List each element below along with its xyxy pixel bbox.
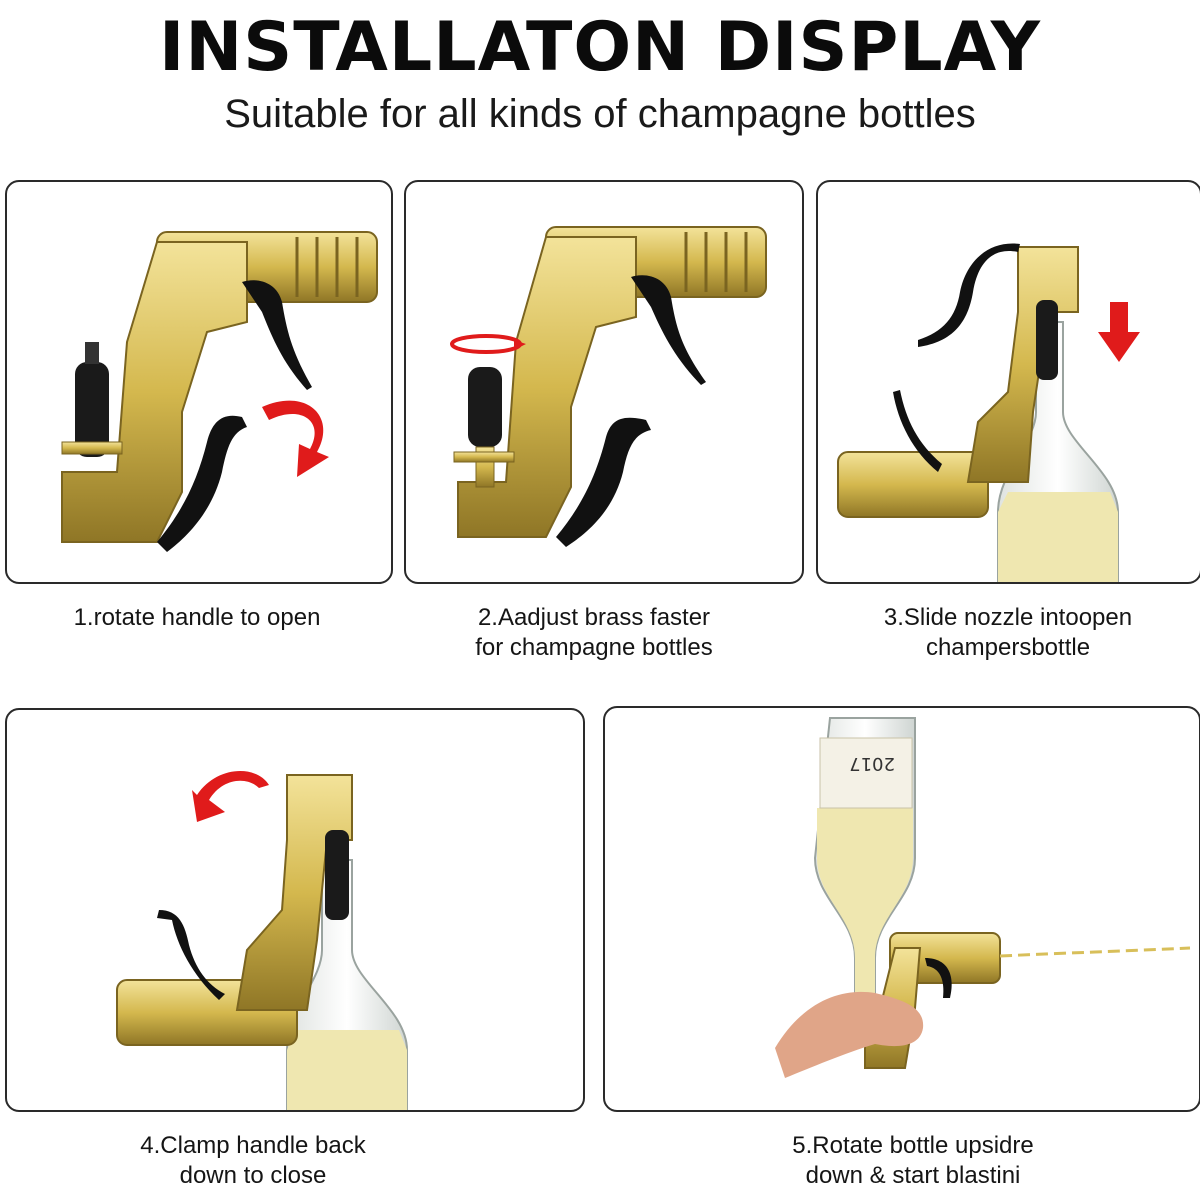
champagne-gun-open-illustration	[61, 231, 378, 552]
clamp-arrow-icon	[192, 771, 269, 822]
hand	[775, 991, 924, 1078]
gun-barrel	[837, 451, 989, 518]
step-1-image	[5, 180, 393, 584]
step-4-caption-line1: 4.Clamp handle back	[140, 1132, 366, 1159]
trigger-handle	[242, 280, 312, 390]
step-1-caption: 1.rotate handle to open	[5, 603, 389, 633]
upside-down-bottle-illustration: 2017	[775, 717, 1191, 1078]
step-5-image: 2017	[603, 706, 1200, 1112]
step-2-caption-line1: 2.Aadjust brass faster	[477, 604, 711, 631]
nozzle	[468, 367, 502, 447]
slide-nozzle-illustration	[837, 243, 1140, 582]
lever-handle	[157, 415, 247, 552]
step-3-caption: 3.Slide nozzle intoopen champersbottle	[816, 603, 1200, 663]
bottle-label	[819, 737, 913, 809]
step-2-image	[404, 180, 804, 584]
step-1-caption-line1: 1.rotate handle to open	[73, 604, 321, 631]
trigger-handle	[631, 275, 706, 385]
page-subtitle: Suitable for all kinds of champagne bott…	[224, 92, 976, 136]
lower-handle	[157, 910, 225, 1000]
champagne	[287, 1030, 407, 1110]
step-3-caption-line1: 3.Slide nozzle intoopen	[883, 604, 1133, 631]
step-3-caption-line2: champersbottle	[925, 634, 1091, 661]
step-5-caption-line1: 5.Rotate bottle upsidre	[792, 1132, 1034, 1159]
step-4-caption: 4.Clamp handle back down to close	[5, 1131, 501, 1191]
step-4-caption-line2: down to close	[179, 1162, 327, 1189]
page-title: INSTALLATON DISPLAY	[159, 8, 1041, 87]
brass-adjust-illustration	[450, 226, 767, 547]
step-5-caption: 5.Rotate bottle upsidre down & start bla…	[683, 1131, 1143, 1191]
down-arrow-icon	[1098, 302, 1140, 362]
step-2-caption-line2: for champagne bottles	[475, 634, 713, 661]
lever-handle	[556, 417, 651, 547]
step-4-image	[5, 708, 585, 1112]
nozzle	[325, 830, 349, 920]
rotate-arrow-icon	[262, 400, 329, 477]
nozzle	[75, 362, 109, 457]
trigger-handle	[925, 958, 952, 998]
step-3-image	[816, 180, 1200, 584]
upper-handle	[918, 243, 1020, 347]
champagne	[817, 808, 913, 1008]
rotate-ring-icon	[450, 334, 522, 354]
spray-stream	[999, 946, 1191, 958]
lower-handle	[893, 390, 942, 472]
gun-body	[235, 774, 353, 1011]
nozzle	[1036, 300, 1058, 380]
step-2-caption: 2.Aadjust brass faster for champagne bot…	[404, 603, 784, 663]
bottle-label-year: 2017	[849, 753, 895, 774]
step-5-caption-line2: down & start blastini	[805, 1162, 1021, 1189]
clamp-handle-illustration	[116, 771, 408, 1110]
champagne	[998, 492, 1118, 582]
